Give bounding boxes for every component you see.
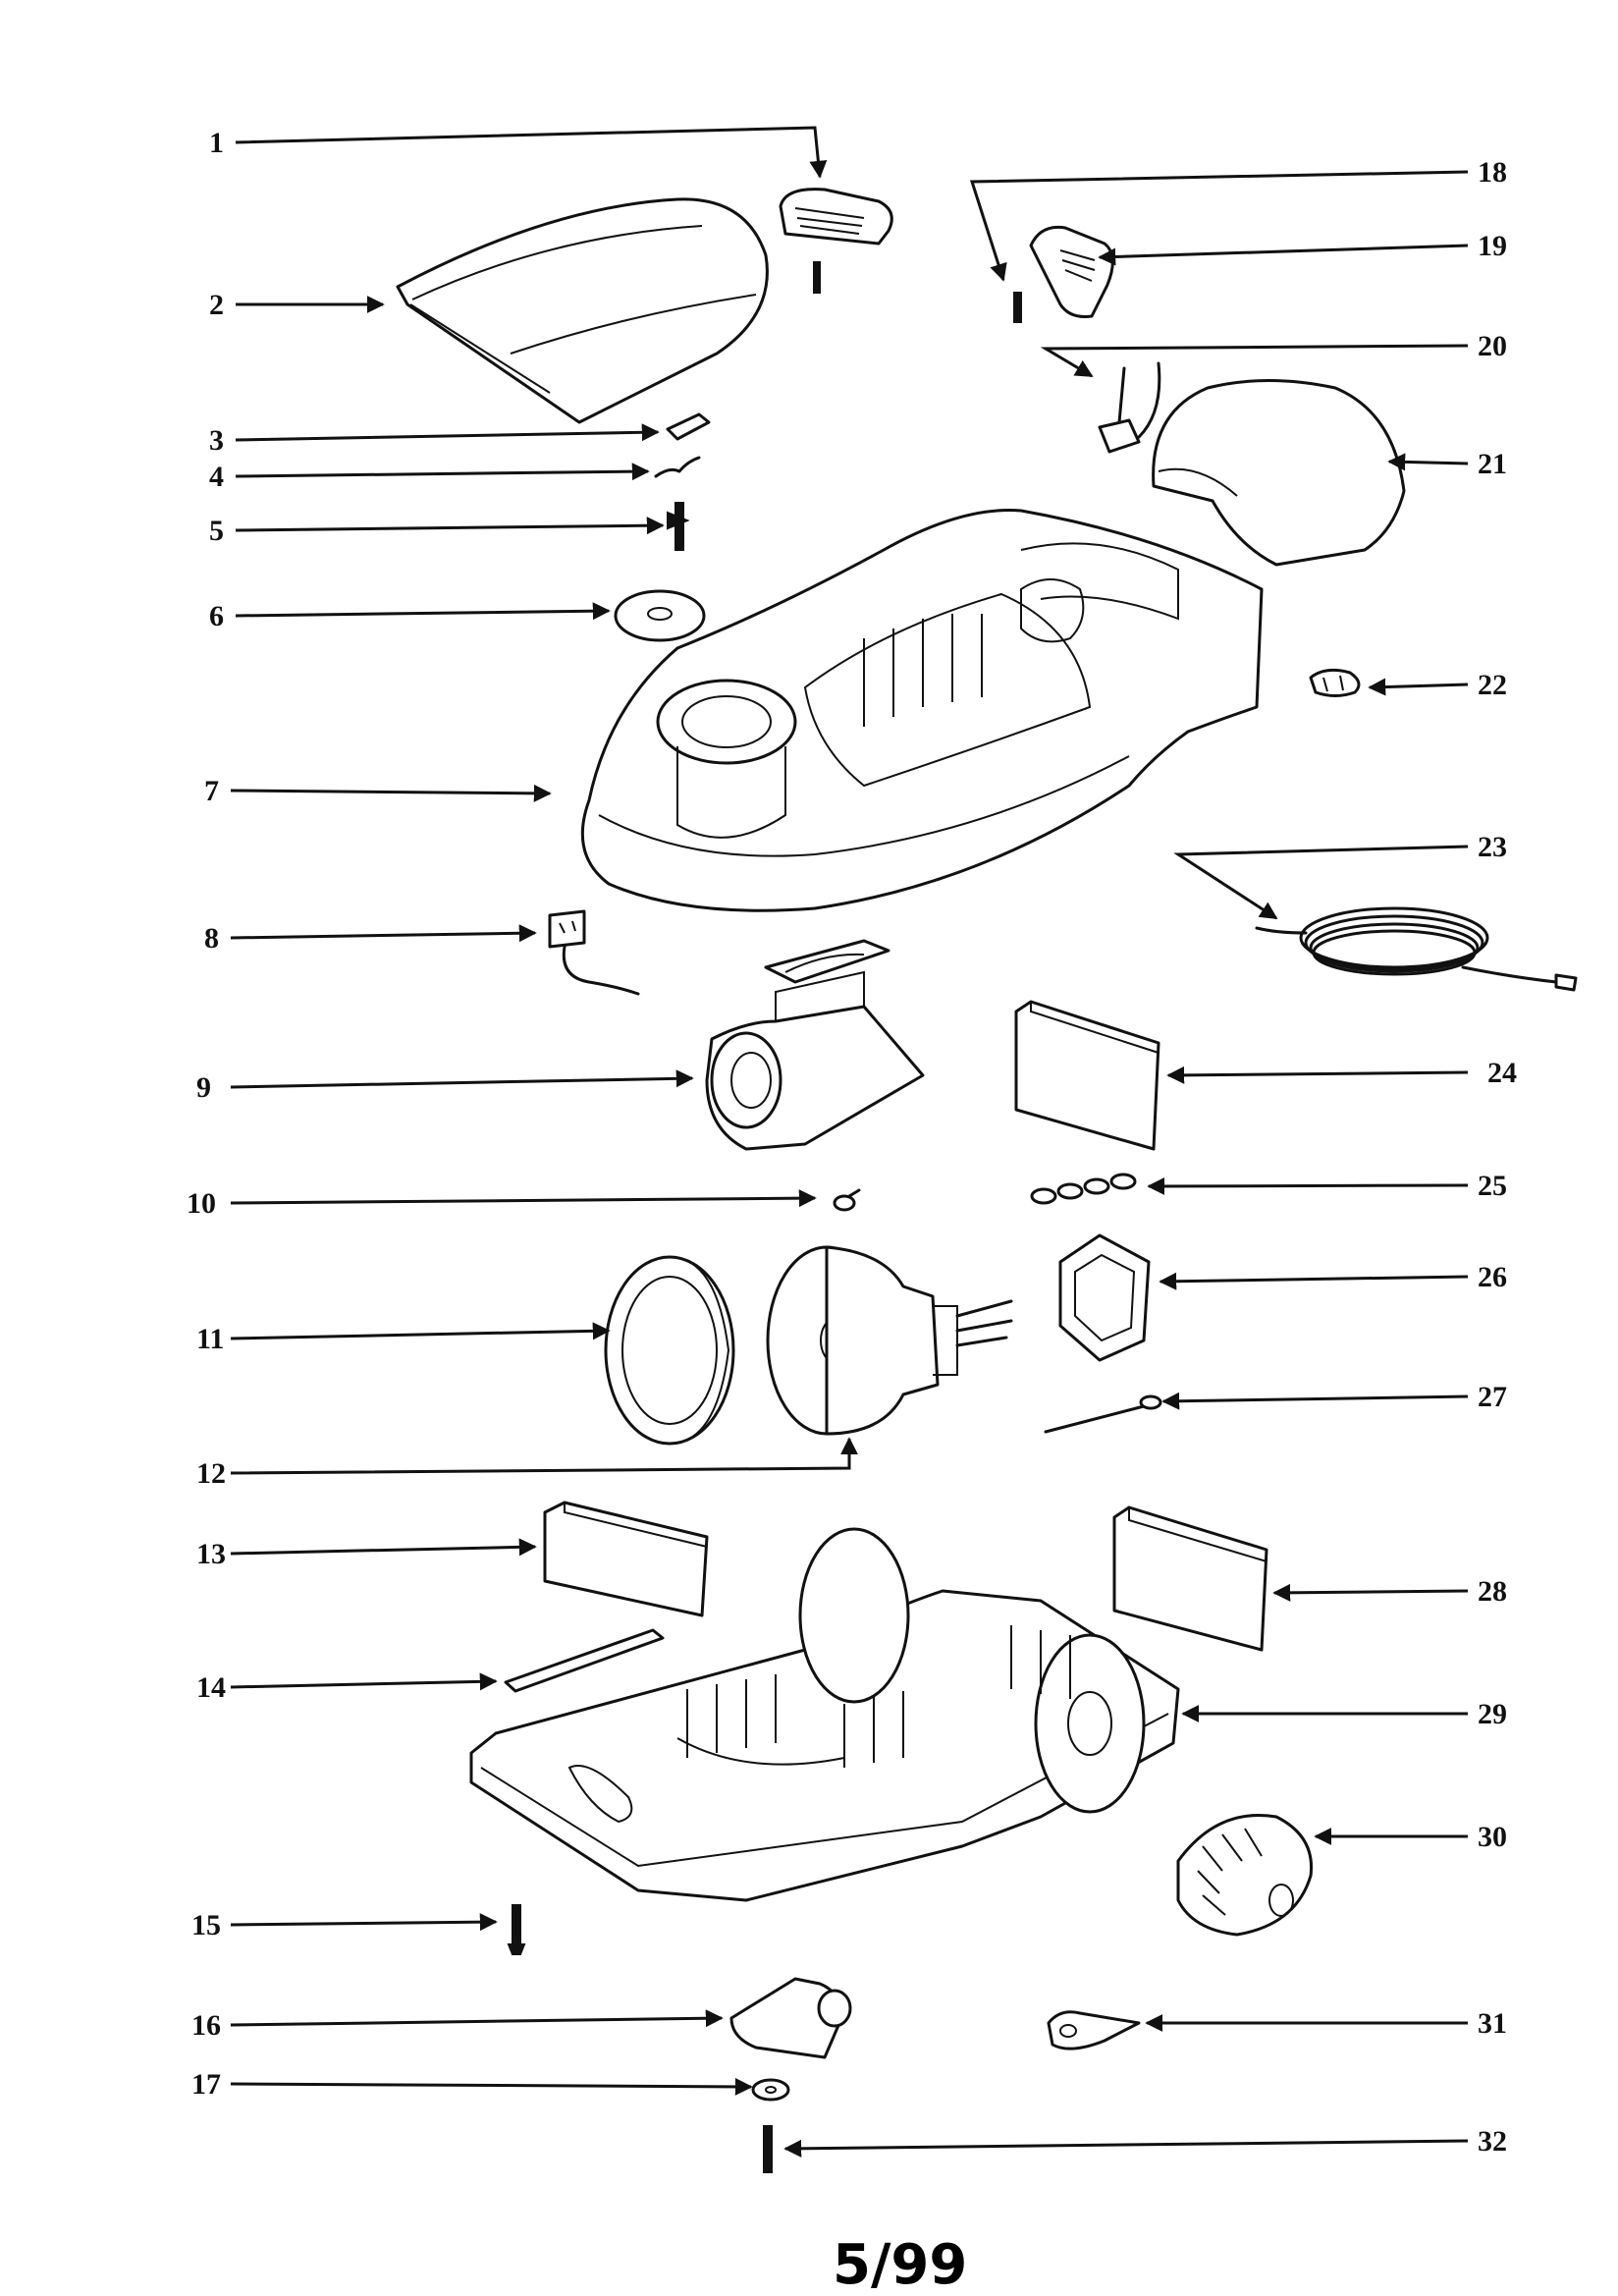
part-23-power-cord xyxy=(1255,906,1578,992)
callout-24: 24 xyxy=(1487,1057,1517,1089)
callout-11: 11 xyxy=(196,1323,224,1355)
page-number: 5/99 xyxy=(833,2233,967,2296)
part-22-latch xyxy=(1309,668,1361,697)
part-5-screw xyxy=(667,502,690,551)
callout-29: 29 xyxy=(1478,1698,1507,1730)
part-20-switch xyxy=(1098,361,1161,454)
callout-18: 18 xyxy=(1478,156,1507,189)
part-6-washer xyxy=(614,589,706,642)
callout-13: 13 xyxy=(196,1538,226,1570)
part-12-motor xyxy=(766,1245,1013,1436)
part-32-screw xyxy=(763,2125,773,2173)
callout-9: 9 xyxy=(196,1071,211,1104)
callout-12: 12 xyxy=(196,1457,226,1490)
callout-7: 7 xyxy=(204,775,219,807)
part-19-rear-grille xyxy=(1029,225,1114,318)
callout-16: 16 xyxy=(191,2009,221,2042)
callout-4: 4 xyxy=(209,461,224,493)
part-15-screw xyxy=(507,1904,526,1955)
part-11-gasket-ring xyxy=(604,1255,735,1446)
callout-26: 26 xyxy=(1478,1261,1507,1293)
callout-32: 32 xyxy=(1478,2125,1507,2158)
part-1-grille-cap xyxy=(779,188,893,294)
callout-1: 1 xyxy=(209,127,224,159)
callout-6: 6 xyxy=(209,600,224,632)
part-13-filter xyxy=(543,1501,709,1617)
part-10-spring-clip xyxy=(833,1188,861,1212)
callout-28: 28 xyxy=(1478,1575,1507,1608)
callout-8: 8 xyxy=(204,922,219,955)
part-17-washer xyxy=(751,2078,790,2102)
part-25-rings xyxy=(1030,1173,1137,1205)
part-2-lid-cover xyxy=(396,197,769,424)
part-4-spring xyxy=(654,456,701,478)
callout-22: 22 xyxy=(1478,669,1507,701)
part-28-exhaust-filter xyxy=(1112,1505,1268,1652)
callout-30: 30 xyxy=(1478,1821,1507,1853)
part-3-clip xyxy=(666,412,711,441)
callout-27: 27 xyxy=(1478,1381,1507,1413)
part-29-lower-base xyxy=(469,1527,1180,1902)
part-7-upper-housing xyxy=(580,509,1264,912)
callout-17: 17 xyxy=(191,2068,221,2101)
part-24-filter-panel xyxy=(1014,1000,1160,1151)
part-18-screw xyxy=(1013,292,1022,323)
callout-10: 10 xyxy=(187,1187,216,1220)
callout-21: 21 xyxy=(1478,448,1507,480)
callout-labels: 1 2 3 4 5 6 7 8 9 10 11 12 13 14 15 16 1… xyxy=(187,127,1517,2158)
callout-19: 19 xyxy=(1478,230,1507,262)
part-16-front-caster xyxy=(729,1977,852,2059)
part-26-frame-filter xyxy=(1058,1233,1151,1362)
part-27-wire-tie xyxy=(1044,1394,1162,1434)
part-8-connector xyxy=(548,909,640,996)
part-31-rear-caster xyxy=(1047,2010,1141,2050)
leader-lines xyxy=(230,126,1469,2158)
part-21-rear-cover xyxy=(1152,379,1406,567)
part-14-foam-strip xyxy=(504,1628,665,1693)
callout-15: 15 xyxy=(191,1909,221,1941)
part-9-motor-bracket xyxy=(705,939,925,1151)
callout-25: 25 xyxy=(1478,1170,1507,1202)
callout-5: 5 xyxy=(209,515,224,547)
callout-3: 3 xyxy=(209,424,224,457)
callout-31: 31 xyxy=(1478,2007,1507,2040)
callout-2: 2 xyxy=(209,289,224,321)
part-30-wheel-cover xyxy=(1176,1813,1314,1937)
callout-23: 23 xyxy=(1478,831,1507,863)
callout-20: 20 xyxy=(1478,330,1507,362)
callout-14: 14 xyxy=(196,1671,226,1704)
